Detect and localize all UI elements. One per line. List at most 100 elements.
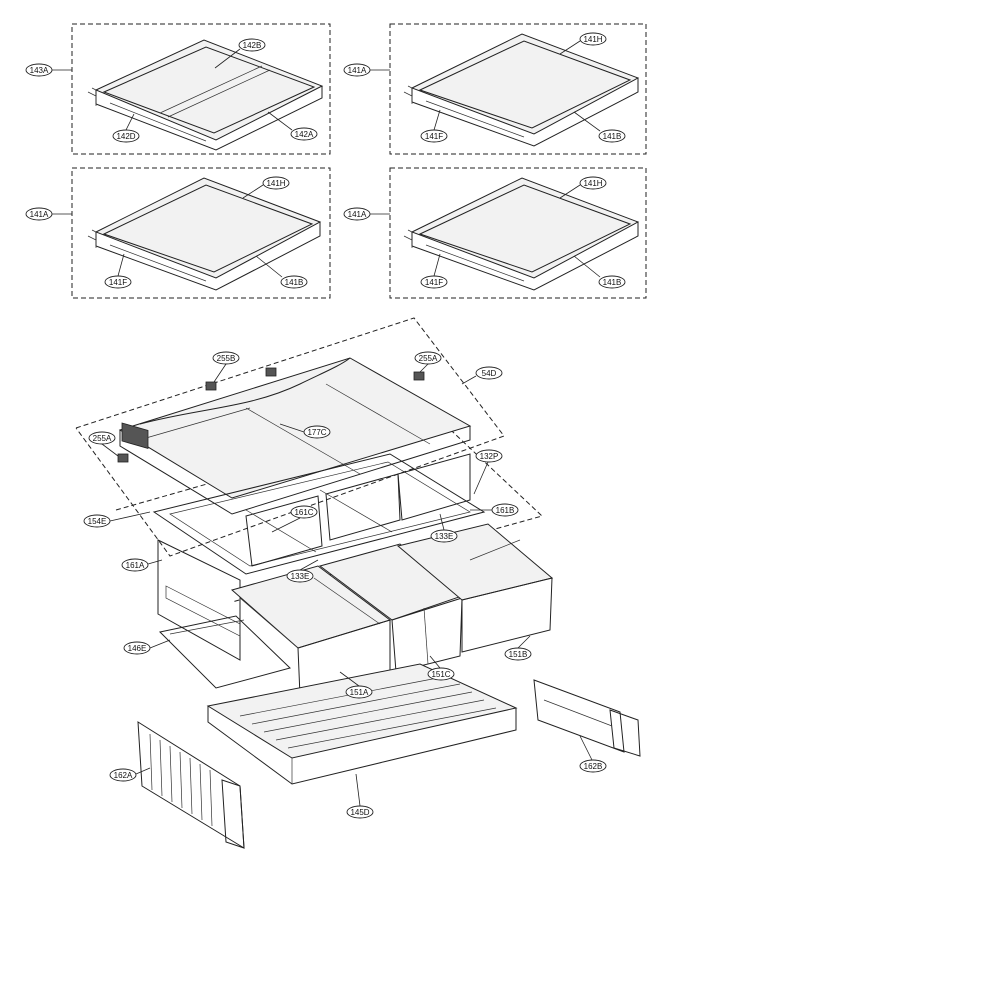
label-255A-text: 255A	[93, 434, 112, 443]
rail-162A	[137, 721, 245, 849]
drawer-frame	[152, 453, 486, 575]
panel-shelf-141A-bottom-left: 141A 141H 141F 141B	[25, 167, 331, 299]
label-151A-text: 151A	[350, 688, 369, 697]
label-161B-text: 161B	[496, 506, 515, 515]
label-141F-text: 141F	[425, 132, 443, 141]
cover-group-outline	[75, 317, 505, 557]
label-255A	[88, 431, 116, 445]
label-133E	[286, 569, 314, 583]
panel-shelf-141A-bottom-right: 141A 141H 141F 141B	[343, 167, 647, 299]
label-161C	[290, 505, 318, 519]
label-255B-text: 255B	[217, 354, 236, 363]
label-161C-text: 161C	[294, 508, 313, 517]
label-132P-text: 132P	[480, 452, 499, 461]
shelf-drawing	[87, 39, 324, 151]
label-141B	[280, 275, 308, 289]
rail-162B	[533, 679, 641, 757]
label-151C	[427, 667, 455, 681]
clip-255B-1	[205, 381, 217, 391]
label-154E-text: 154E	[88, 517, 107, 526]
label-141H-text: 141H	[583, 179, 602, 188]
label-141A	[25, 207, 53, 221]
label-142B	[238, 38, 266, 52]
label-141A	[343, 207, 371, 221]
label-141B	[598, 275, 626, 289]
label-141A-text: 141A	[348, 210, 367, 219]
label-141B-text: 141B	[603, 132, 622, 141]
label-141H-text: 141H	[266, 179, 285, 188]
panel-frame	[389, 167, 647, 299]
clip-255A-left	[117, 453, 129, 463]
drawer-151B	[396, 523, 554, 653]
drawer-housing	[157, 539, 241, 661]
label-54D	[475, 366, 503, 380]
label-151A	[345, 685, 373, 699]
crisper-cover	[118, 357, 472, 515]
label-177C-text: 177C	[307, 428, 326, 437]
label-162A-text: 162A	[114, 771, 133, 780]
label-141H-text: 141H	[583, 35, 602, 44]
label-177C	[303, 425, 331, 439]
label-141F	[420, 129, 448, 143]
label-151B-text: 151B	[509, 650, 528, 659]
label-141F-text: 141F	[109, 278, 127, 287]
shelf-drawing	[403, 33, 640, 147]
label-255A-text: 255A	[419, 354, 438, 363]
label-141H	[579, 32, 607, 46]
label-145D-text: 145D	[350, 808, 369, 817]
slide-plate-146E	[158, 615, 291, 689]
panel-shelf-143A: 143A 142B 142D 142A	[25, 23, 331, 155]
label-141A-text: 141A	[348, 66, 367, 75]
label-143A	[25, 63, 53, 77]
vent-grille	[121, 422, 149, 449]
label-154E	[83, 514, 111, 528]
label-161A-text: 161A	[126, 561, 145, 570]
label-162B-text: 162B	[584, 762, 603, 771]
drawer-assembly: 255B 255A 54D 255A 177C 132P 161B 154E 1…	[75, 317, 641, 849]
label-161A	[121, 558, 149, 572]
label-145D	[346, 805, 374, 819]
label-142D-text: 142D	[116, 132, 135, 141]
label-142D	[112, 129, 140, 143]
label-255B	[212, 351, 240, 365]
label-141A	[343, 63, 371, 77]
label-146E	[123, 641, 151, 655]
label-141H	[579, 176, 607, 190]
panel-shelf-141A-top-right: 141A 141H 141F 141B	[343, 23, 647, 155]
label-255A	[414, 351, 442, 365]
rail-teeth	[149, 733, 213, 827]
label-141F	[104, 275, 132, 289]
label-161B	[491, 503, 519, 517]
panel-frame	[71, 167, 331, 299]
clip-255A-top	[413, 371, 425, 381]
label-143A-text: 143A	[30, 66, 49, 75]
label-142A-text: 142A	[295, 130, 314, 139]
shelf-drawing	[87, 177, 322, 291]
label-142B-text: 142B	[243, 41, 262, 50]
label-141H	[262, 176, 290, 190]
label-151B	[504, 647, 532, 661]
label-141B-text: 141B	[285, 278, 304, 287]
shelf-drawing	[403, 177, 640, 291]
clip-255B-2	[265, 367, 277, 377]
label-141B-text: 141B	[603, 278, 622, 287]
tray-grille	[239, 675, 497, 749]
label-141F-text: 141F	[425, 278, 443, 287]
label-133E-text: 133E	[435, 532, 454, 541]
label-141A-text: 141A	[30, 210, 49, 219]
panel-frame	[389, 23, 647, 155]
label-162A	[109, 768, 137, 782]
label-133E-text: 133E	[291, 572, 310, 581]
label-141B	[598, 129, 626, 143]
label-162B	[579, 759, 607, 773]
label-142A	[290, 127, 318, 141]
label-146E-text: 146E	[128, 644, 147, 653]
label-133E	[430, 529, 458, 543]
label-151C-text: 151C	[431, 670, 450, 679]
bottom-tray-145D	[206, 663, 518, 785]
panel-frame	[71, 23, 331, 155]
label-141F	[420, 275, 448, 289]
label-54D-text: 54D	[482, 369, 497, 378]
label-132P	[475, 449, 503, 463]
